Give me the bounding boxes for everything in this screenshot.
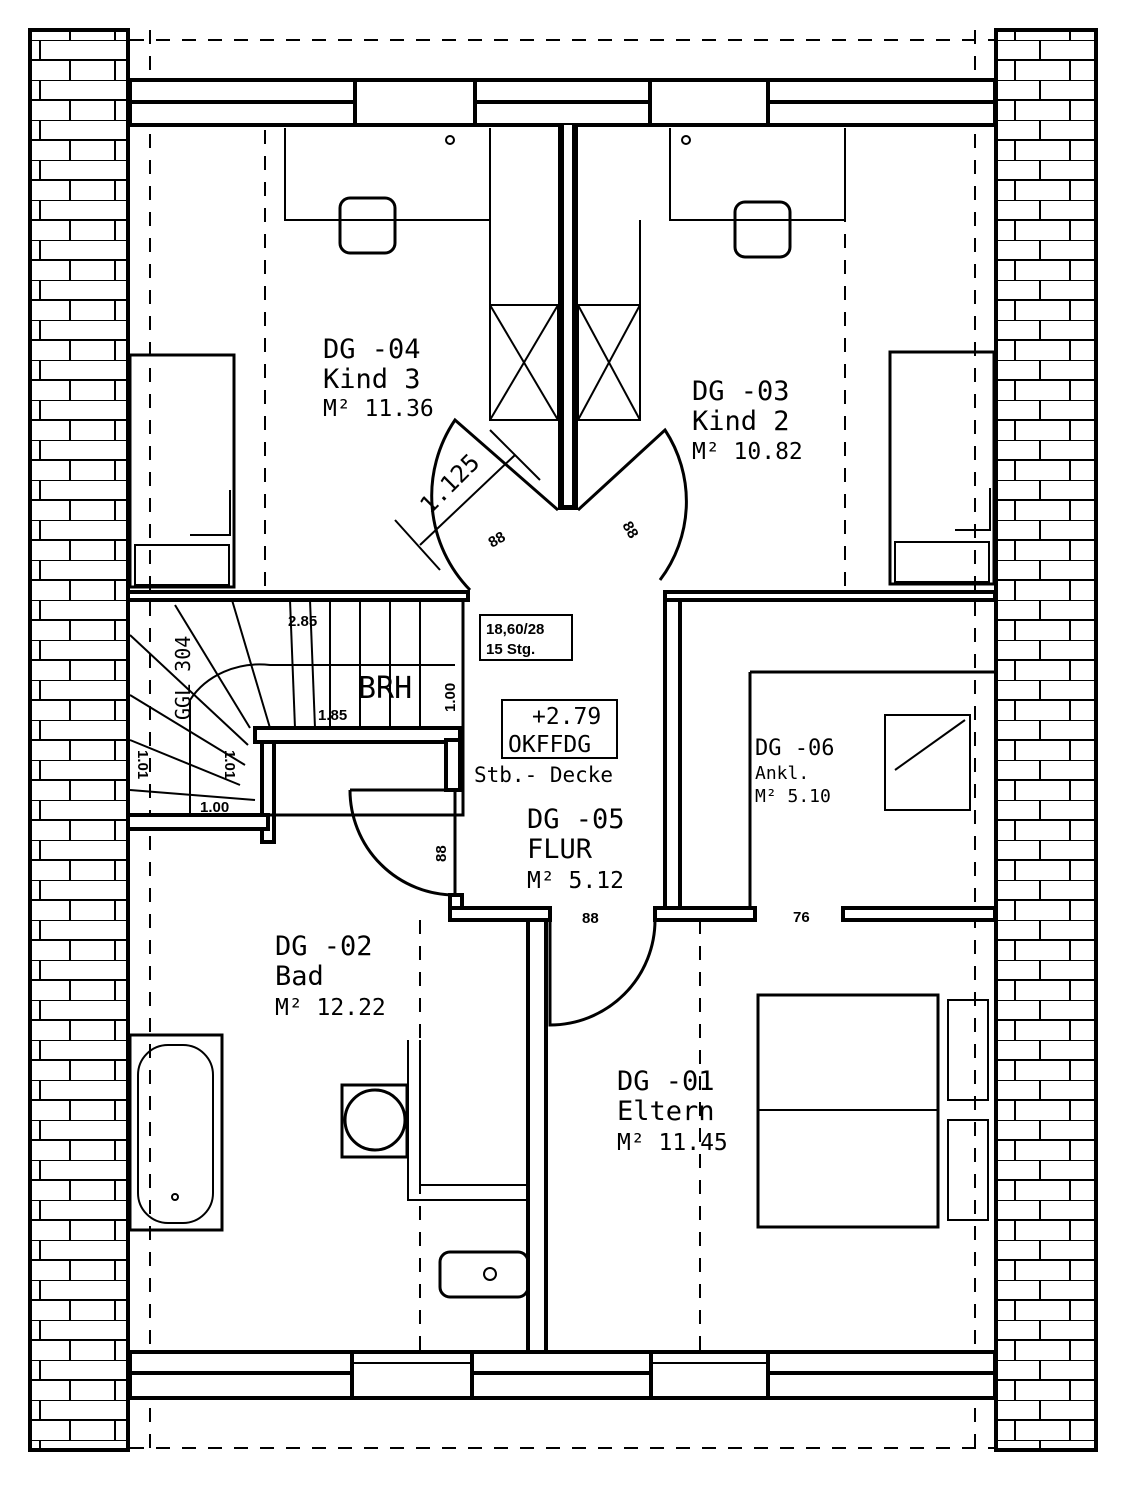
room-dg-04: DG -04 Kind 3 M² 11.36 (323, 334, 434, 422)
bottom-wall (128, 1350, 997, 1400)
room-name: Eltern (617, 1096, 715, 1127)
stair-dim: 1.85 (318, 707, 347, 724)
door-height: 88 (433, 845, 450, 862)
diagonal-dimension: 1.125 (394, 429, 541, 571)
stair-annotations: 18,60/28 15 Stg. BRH 2.85 1.85 1.00 1.00… (134, 613, 573, 816)
room-id: DG -03 (692, 376, 790, 407)
stair-steps: 15 Stg. (486, 641, 535, 658)
roof-hatch-right (994, 28, 1098, 1452)
ceiling-label: Stb.- Decke (474, 763, 613, 787)
stair-dim: 1.00 (442, 683, 459, 712)
room-area: M² 11.36 (323, 396, 434, 422)
room-id: DG -05 (527, 804, 625, 835)
room-id: DG -01 (617, 1066, 715, 1097)
stair-dim: 1.01 (221, 750, 238, 779)
door-height: 88 (619, 519, 642, 542)
opening-width: 76 (793, 909, 810, 926)
room-dg-06: DG -06 Ankl. M² 5.10 (755, 736, 834, 807)
stair-brh: BRH (358, 671, 412, 706)
room-area: M² 5.10 (755, 786, 831, 807)
level-value: +2.79 (532, 704, 601, 730)
room-id: DG -06 (755, 736, 834, 761)
room-name: Ankl. (755, 763, 809, 784)
door-height: 88 (486, 528, 509, 551)
doors (348, 417, 688, 1027)
level-marker: +2.79 OKFFDG (501, 699, 618, 759)
diagonal-dimension-label: 1.125 (414, 448, 485, 519)
furniture (128, 128, 996, 1299)
room-area: M² 11.45 (617, 1130, 728, 1156)
room-dg-02: DG -02 Bad M² 12.22 (275, 931, 386, 1021)
room-area: M² 10.82 (692, 439, 803, 465)
room-id: DG -04 (323, 334, 421, 365)
door-height: 88 (582, 910, 599, 927)
interior-walls (126, 125, 997, 1354)
room-name: Bad (275, 961, 324, 992)
room-area: M² 5.12 (527, 868, 624, 894)
room-dg-03: DG -03 Kind 2 M² 10.82 (692, 376, 803, 465)
stair-dim: 1.00 (200, 799, 229, 816)
stair-dim: 2.85 (288, 613, 317, 630)
staircase (126, 598, 465, 817)
stair-rise-run: 18,60/28 (486, 621, 544, 638)
room-area: M² 12.22 (275, 995, 386, 1021)
room-dg-01: DG -01 Eltern M² 11.45 (617, 1066, 728, 1156)
room-name: FLUR (527, 834, 593, 865)
top-wall (128, 78, 997, 127)
room-name: Kind 2 (692, 406, 790, 437)
room-dg-05: DG -05 FLUR M² 5.12 (527, 804, 625, 894)
stair-dim: 1.01 (134, 750, 151, 779)
level-ref: OKFFDG (508, 732, 591, 758)
roof-hatch-left (28, 28, 130, 1452)
room-name: Kind 3 (323, 364, 421, 395)
stair-ggl: GGL 304 (171, 636, 195, 720)
room-id: DG -02 (275, 931, 373, 962)
